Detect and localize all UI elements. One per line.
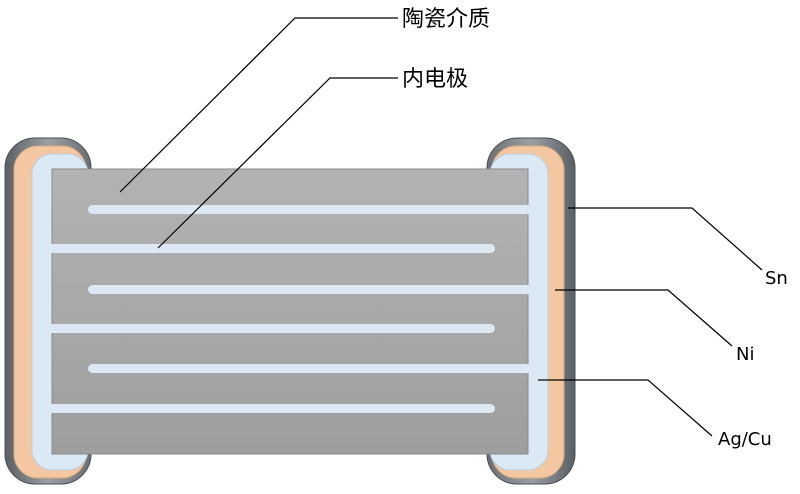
electrode-right-2	[88, 285, 533, 294]
electrode-left-1	[47, 244, 495, 253]
label-ceramic-dielectric: 陶瓷介质	[402, 7, 490, 32]
label-ni: Ni	[736, 344, 754, 365]
label-internal-electrode: 内电极	[402, 67, 468, 92]
electrode-left-3	[47, 404, 495, 413]
leader-electrode	[157, 77, 398, 249]
label-sn: Sn	[765, 268, 788, 289]
leader-sn	[568, 207, 763, 271]
electrode-left-2	[47, 324, 495, 333]
label-agcu: Ag/Cu	[718, 429, 772, 450]
leader-agcu	[538, 379, 713, 437]
leader-ni	[555, 289, 733, 347]
electrode-right-1	[88, 205, 533, 214]
electrode-right-3	[88, 364, 533, 373]
electrodes-left	[47, 244, 495, 413]
leader-ceramic	[119, 17, 398, 193]
